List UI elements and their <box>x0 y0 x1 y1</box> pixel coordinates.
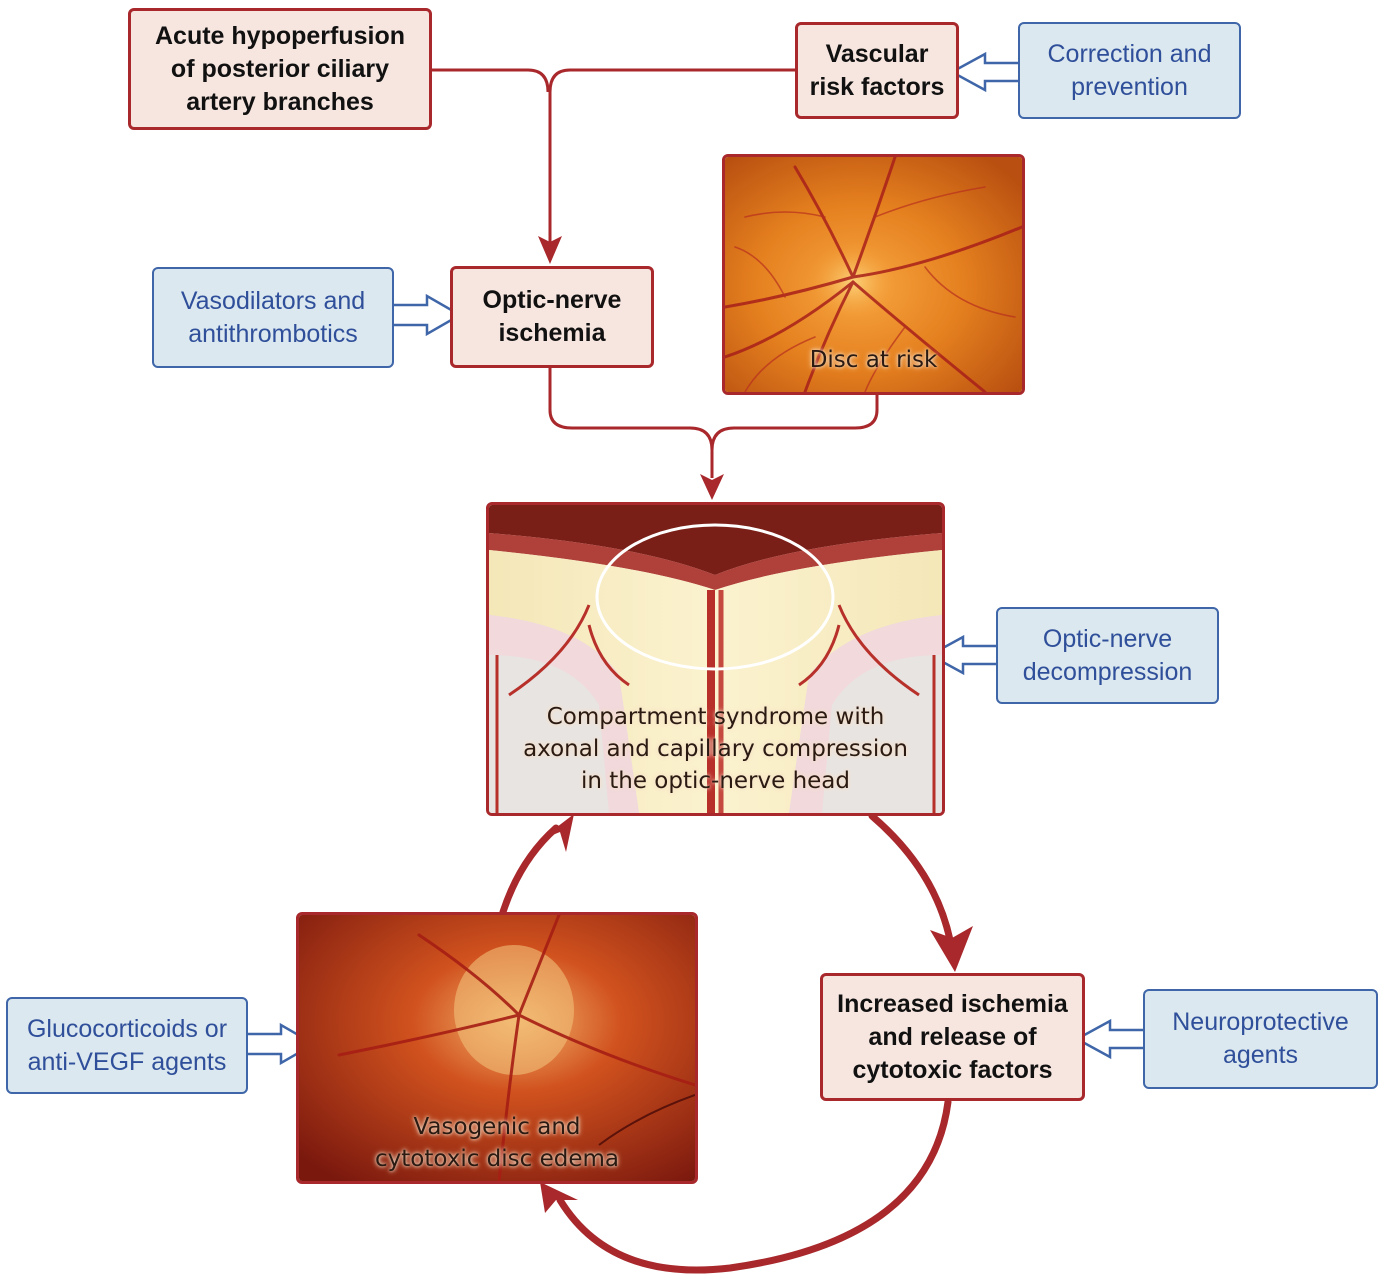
vascular-risk-line-2: risk factors <box>809 72 945 101</box>
optic-nerve-ischemia-line-2: ischemia <box>498 319 606 347</box>
arrowhead-to-ischemia <box>538 236 562 264</box>
connector-ischemia-down <box>548 368 714 478</box>
vascular-risk-factors-box: Vascular risk factors <box>795 22 959 119</box>
neuroprotective-box: Neuroprotective agents <box>1143 989 1378 1089</box>
connector-vascular-to-junction <box>548 68 795 93</box>
acute-hypoperfusion-line-1: Acute hypoperfusion <box>154 21 405 50</box>
arrowhead-to-edema <box>540 1182 578 1213</box>
compartment-caption-line-2: axonal and capillary compression <box>523 736 908 762</box>
disc-at-risk-caption: Disc at risk <box>809 347 938 373</box>
correction-prevention-box: Correction and prevention <box>1018 22 1241 119</box>
treatment-arrow-correction <box>949 51 1018 93</box>
increased-ischemia-line-2: and release of <box>868 1022 1037 1051</box>
correction-prevention-line-1: Correction and <box>1047 39 1212 68</box>
increased-ischemia-line-1: Increased ischemia <box>837 989 1068 1018</box>
vascular-risk-line-1: Vascular <box>825 39 929 68</box>
disc-at-risk-image: Disc at risk <box>722 154 1025 395</box>
arrowhead-to-compartment <box>700 474 724 500</box>
fundus-illustration <box>725 157 1022 392</box>
glucocorticoids-box: Glucocorticoids or anti-VEGF agents <box>6 997 248 1094</box>
decompression-box: Optic-nerve decompression <box>996 607 1219 704</box>
neuroprotective-line-2: agents <box>1222 1041 1299 1069</box>
acute-hypoperfusion-line-3: artery branches <box>186 87 374 116</box>
connector-disc-down <box>710 394 879 451</box>
edema-fundus-illustration <box>299 915 695 1181</box>
vasodilators-line-2: antithrombotics <box>188 319 358 348</box>
edema-caption-line-1: Vasogenic and <box>413 1114 581 1140</box>
vasodilators-box: Vasodilators and antithrombotics <box>152 267 394 368</box>
optic-nerve-head-illustration <box>489 505 942 813</box>
increased-ischemia-line-3: cytotoxic factors <box>852 1055 1053 1084</box>
connector-acute-to-junction <box>432 68 550 93</box>
compartment-caption-line-3: in the optic-nerve head <box>580 768 851 794</box>
vasodilators-line-1: Vasodilators and <box>180 286 366 315</box>
glucocorticoids-line-1: Glucocorticoids or <box>26 1014 228 1043</box>
decompression-line-2: decompression <box>1022 657 1193 686</box>
decompression-line-1: Optic-nerve <box>1042 624 1173 653</box>
correction-prevention-line-2: prevention <box>1071 72 1188 101</box>
compartment-syndrome-image: Compartment syndrome with axonal and cap… <box>486 502 945 816</box>
acute-hypoperfusion-box: Acute hypoperfusion of posterior ciliary… <box>128 8 432 130</box>
increased-ischemia-box: Increased ischemia and release of cytoto… <box>820 973 1085 1101</box>
treatment-arrow-neuroprotective <box>1074 1018 1143 1060</box>
cycle-arc-compartment-to-increased <box>868 812 954 944</box>
optic-nerve-ischemia-line-1: Optic-nerve <box>482 286 622 314</box>
cycle-arc-increased-to-edema <box>556 1098 952 1274</box>
disc-edema-image: Vasogenic and cytotoxic disc edema <box>296 912 698 1184</box>
acute-hypoperfusion-line-2: of posterior ciliary <box>170 54 390 83</box>
neuroprotective-line-1: Neuroprotective <box>1172 1008 1349 1036</box>
compartment-caption-line-1: Compartment syndrome with <box>546 704 885 730</box>
cycle-arc-edema-to-compartment <box>499 824 560 916</box>
arrowhead-to-compartment-cycle <box>540 814 574 852</box>
optic-nerve-ischemia-box: Optic-nerve ischemia <box>450 266 654 368</box>
arrowhead-to-increased <box>930 926 973 972</box>
glucocorticoids-line-2: anti-VEGF agents <box>27 1047 227 1076</box>
edema-caption-line-2: cytotoxic disc edema <box>374 1146 619 1172</box>
